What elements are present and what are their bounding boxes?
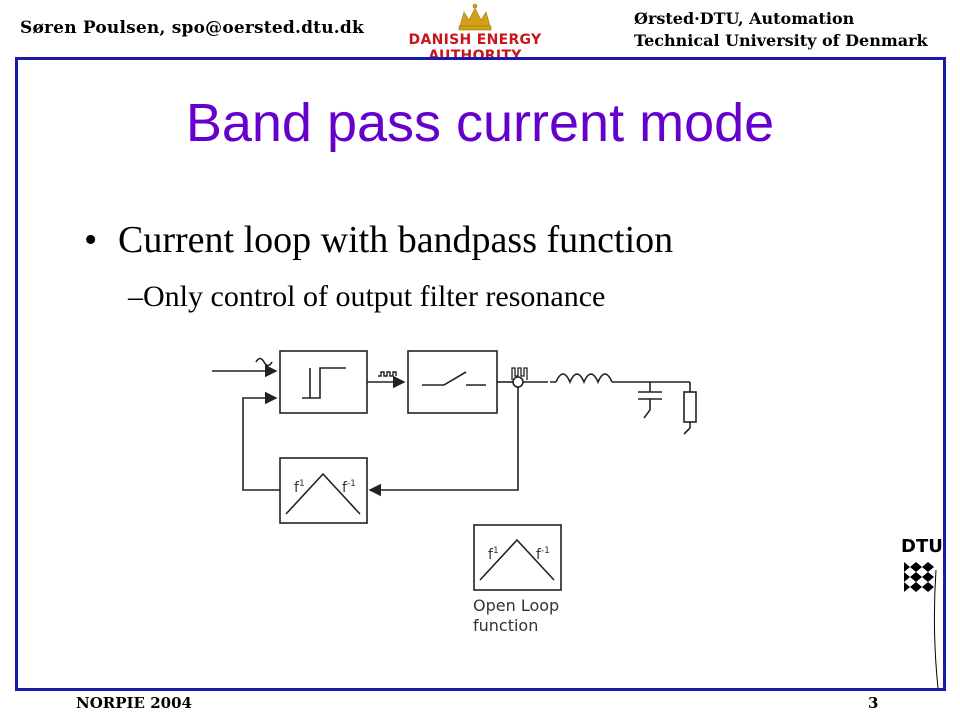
hysteresis-symbol — [302, 367, 346, 399]
bullet-sub-text: Only control of output filter resonance — [143, 280, 606, 313]
institution-line-2: Technical University of Denmark — [634, 31, 928, 50]
crown-icon — [458, 3, 492, 31]
inductor-symbol — [555, 373, 613, 384]
current-sensor-symbol — [512, 376, 524, 388]
comparator-block — [279, 350, 368, 414]
open-loop-caption-1: Open Loop — [473, 596, 559, 615]
author-line: Søren Poulsen, spo@oersted.dtu.dk — [20, 18, 364, 38]
danish-energy-authority-logo: DANISH ENERGY AUTHORITY — [380, 0, 570, 64]
institution-line-1: Ørsted·DTU, Automation — [634, 9, 855, 28]
filter-label-f1: f1 — [294, 479, 305, 496]
slide-frame — [15, 57, 946, 691]
bullet-dot: • — [84, 219, 98, 261]
footer-conference: NORPIE 2004 — [76, 694, 192, 712]
open-loop-block — [473, 524, 562, 591]
feedback-to-comparator — [242, 391, 280, 491]
dtu-logo: DTU — [901, 536, 943, 689]
input-sine-symbol — [255, 357, 273, 367]
open-loop-response-curve — [479, 538, 555, 581]
filter-label-f-1: f-1 — [342, 479, 356, 496]
switch-symbol — [422, 371, 486, 386]
institution-block: Ørsted·DTU, Automation Technical Univers… — [634, 8, 928, 52]
open-loop-label-f1: f1 — [488, 546, 499, 563]
bandpass-response-curve — [285, 472, 361, 515]
switch-block — [407, 350, 498, 414]
bullet-main-text: Current loop with bandpass function — [118, 219, 674, 261]
footer-page-number: 3 — [868, 694, 879, 712]
dtu-logo-text: DTU — [901, 536, 943, 557]
open-loop-label-f-1: f-1 — [536, 546, 550, 563]
bullet-sub-dash: – — [128, 280, 143, 313]
logo-text: DANISH ENERGY AUTHORITY — [408, 32, 542, 64]
bullet-main: • Current loop with bandpass function — [84, 218, 673, 262]
dtu-logo-mark — [904, 562, 934, 592]
feedback-path — [368, 387, 519, 497]
load-resistor-symbol — [683, 391, 697, 423]
slide-title: Band pass current mode — [185, 93, 775, 153]
open-loop-caption-2: function — [473, 616, 538, 635]
pwm-pulse-symbol — [378, 371, 397, 377]
bullet-sub: –Only control of output filter resonance — [128, 280, 605, 314]
